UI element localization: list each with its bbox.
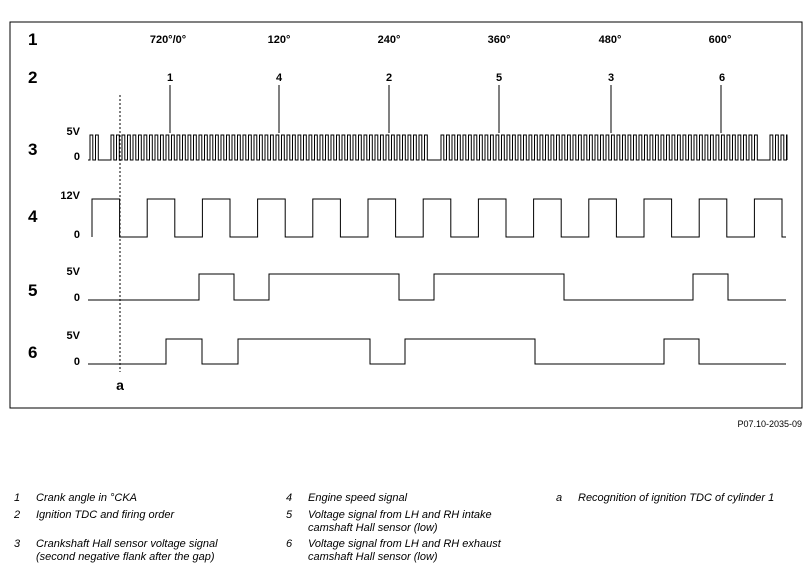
legend-text: Ignition TDC and firing order: [36, 509, 175, 521]
row-number-5: 5: [28, 281, 37, 300]
firing-order-6: 6: [719, 72, 725, 84]
crank-angle-120: 120°: [268, 34, 291, 46]
sig4-low-label: 0: [74, 229, 80, 241]
crank-angle-0: 720°/0°: [150, 34, 186, 46]
firing-order-2: 4: [276, 72, 283, 84]
marker-label-a: a: [116, 377, 124, 393]
crank-angle-360: 360°: [488, 34, 511, 46]
legend-key: 2: [14, 509, 21, 521]
row-number-4: 4: [28, 207, 38, 226]
engine-speed-signal-waveform: [91, 198, 786, 238]
exhaust-camshaft-signal-waveform: [88, 338, 786, 365]
reference-code: P07.10-2035-09: [737, 419, 802, 429]
legend-text: Recognition of ignition TDC of cylinder …: [578, 492, 775, 504]
firing-order-4: 5: [496, 72, 502, 84]
sig5-low-label: 0: [74, 292, 80, 304]
legend-key: 1: [14, 492, 21, 504]
sig3-high-label: 5V: [67, 126, 81, 138]
crankshaft-hall-signal-waveform: [88, 134, 788, 161]
sig3-low-label: 0: [74, 151, 80, 163]
legend-text: Voltage signal from LH and RH intake cam…: [308, 509, 492, 534]
legend-key: 4: [286, 492, 293, 504]
tdc-markers: [169, 85, 722, 133]
firing-order-1: 1: [167, 72, 173, 84]
legend-key: a: [556, 492, 563, 504]
firing-order-5: 3: [608, 72, 614, 84]
legend-text: Crankshaft Hall sensor voltage signal (s…: [36, 538, 218, 563]
legend-key: 3: [14, 538, 21, 550]
sig5-high-label: 5V: [67, 266, 81, 278]
crank-angle-600: 600°: [709, 34, 732, 46]
legend-key: 6: [286, 538, 293, 550]
row-number-1: 1: [28, 30, 37, 49]
row-number-3: 3: [28, 140, 37, 159]
sig6-low-label: 0: [74, 356, 80, 368]
crank-angle-240: 240°: [378, 34, 401, 46]
legend-text: Voltage signal from LH and RH exhaust ca…: [308, 538, 501, 563]
sig4-high-label: 12V: [60, 190, 80, 202]
legend-text: Crank angle in °CKA: [36, 492, 138, 504]
crank-angle-480: 480°: [599, 34, 622, 46]
firing-order-3: 2: [386, 72, 392, 84]
intake-camshaft-signal-waveform: [88, 273, 786, 301]
row-number-2: 2: [28, 68, 37, 87]
sig6-high-label: 5V: [67, 330, 81, 342]
row-number-6: 6: [28, 343, 37, 362]
legend-key: 5: [286, 509, 293, 521]
legend-text: Engine speed signal: [308, 492, 408, 504]
diagram-frame: [9, 21, 803, 409]
